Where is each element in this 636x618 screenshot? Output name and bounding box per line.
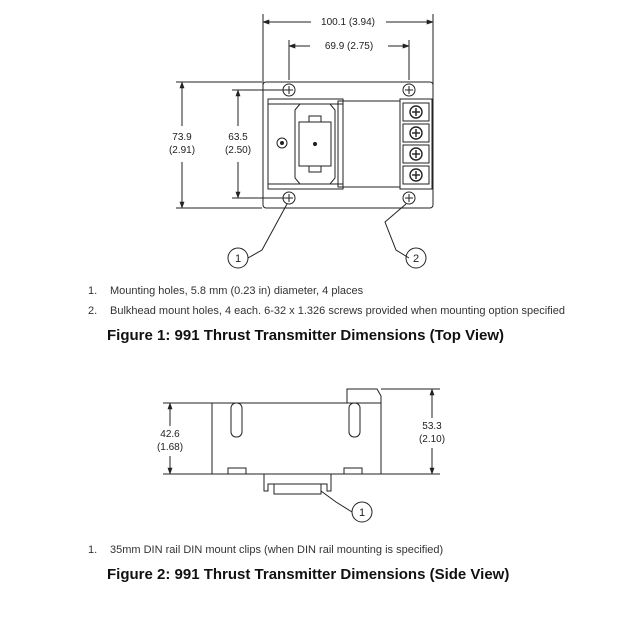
figure1-note-1: 1. Mounting holes, 5.8 mm (0.23 in) diame… — [88, 285, 363, 297]
hole-spacing-width-dim: 69.9 (2.75) — [325, 41, 373, 52]
overall-height-dim-in: (2.91) — [169, 145, 195, 156]
figure2-caption: Figure 2: 991 Thrust Transmitter Dimensi… — [107, 566, 510, 583]
hole-spacing-height-dim-in: (2.50) — [225, 145, 251, 156]
note-text: 35mm DIN rail DIN mount clips (when DIN … — [110, 544, 444, 556]
note-number: 2. — [88, 305, 98, 317]
figure1-top-view — [176, 14, 434, 269]
figure1-dimension-labels: 100.1 (3.94) 69.9 (2.75) 73.9 (2.91) 63.… — [169, 17, 419, 265]
note-number: 1. — [88, 544, 98, 556]
overall-height-dim-mm: 73.9 — [172, 132, 192, 143]
hole-spacing-height-dim-mm: 63.5 — [228, 132, 248, 143]
callout-1-label: 1 — [235, 253, 241, 265]
side-height-left-in: (1.68) — [157, 442, 183, 453]
side-callout-1-circle — [351, 501, 373, 523]
note-number: 1. — [88, 285, 98, 297]
side-height-left-mm: 42.6 — [160, 429, 180, 440]
side-height-right-in: (2.10) — [419, 434, 445, 445]
figure2-dimension-labels: 42.6 (1.68) 53.3 (2.10) 1 — [157, 421, 445, 519]
side-height-right-mm: 53.3 — [422, 421, 442, 432]
note-text: Bulkhead mount holes, 4 each. 6-32 x 1.3… — [110, 305, 565, 317]
note-text: Mounting holes, 5.8 mm (0.23 in) diamete… — [110, 285, 364, 297]
figure2-note-1: 1. 35mm DIN rail DIN mount clips (when DI… — [88, 544, 443, 556]
callout-1-circle — [227, 247, 249, 269]
figure2-side-view — [163, 388, 440, 523]
figure1-note-2: 2. Bulkhead mount holes, 4 each. 6-32 x 1… — [88, 305, 565, 317]
callout-2-circle — [405, 247, 427, 269]
mounting-hole-icon — [282, 83, 416, 205]
overall-width-dim: 100.1 (3.94) — [321, 17, 375, 28]
side-callout-1-label: 1 — [359, 507, 365, 519]
figure1-caption: Figure 1: 991 Thrust Transmitter Dimensi… — [107, 327, 505, 344]
callout-2-label: 2 — [413, 253, 419, 265]
